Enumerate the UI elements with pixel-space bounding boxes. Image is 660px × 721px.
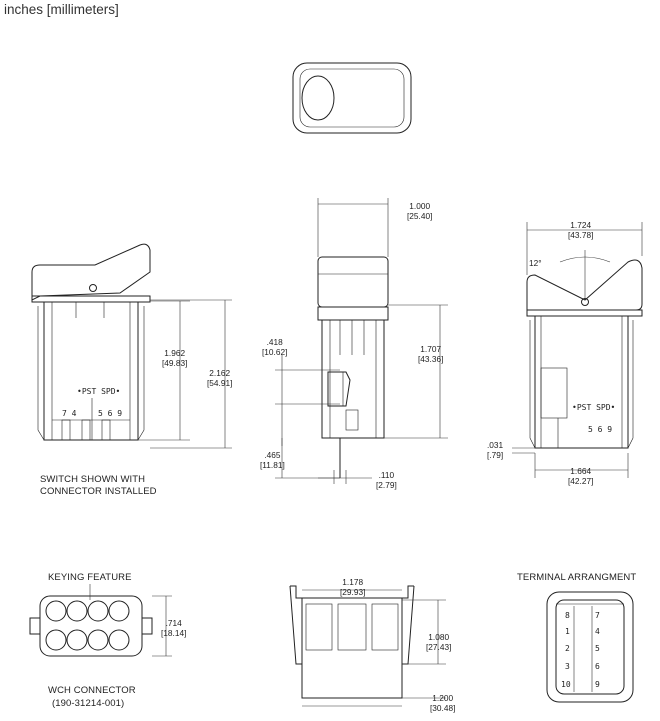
terminal-arrangement-label: TERMINAL ARRANGMENT (517, 572, 637, 583)
socket-view (289, 585, 446, 707)
dim-2162: 2.162[54.91] (207, 368, 233, 388)
dim-465: .465[11.81] (260, 450, 285, 470)
svg-text:1: 1 (565, 627, 570, 636)
top-view-switch (292, 62, 412, 134)
wch-connector-label: WCH CONNECTOR (48, 685, 136, 696)
units-caption: inches [millimeters] (4, 2, 119, 17)
switch-caption-line1: SWITCH SHOWN WITH (40, 474, 146, 485)
keying-feature-label: KEYING FEATURE (48, 572, 132, 583)
dim-1200: 1.200[30.48] (430, 693, 456, 713)
svg-text:7 4: 7 4 (62, 409, 77, 418)
dim-031: .031[.79] (487, 440, 504, 460)
front-view-switch (317, 256, 389, 478)
dim-lines-side (138, 299, 232, 449)
switch-caption-line2: CONNECTOR INSTALLED (40, 486, 157, 497)
svg-text:6: 6 (595, 662, 600, 671)
terminal-arrangement-view: 8 7 1 4 2 5 3 6 10 9 (546, 591, 634, 703)
dim-1962: 1.962[49.83] (162, 348, 188, 368)
svg-text:5 6 9: 5 6 9 (588, 425, 612, 434)
svg-text:7: 7 (595, 611, 600, 620)
svg-text:4: 4 (595, 627, 600, 636)
dim-418: .418[10.62] (262, 337, 288, 357)
dim-110: .110[2.79] (376, 470, 397, 490)
dim-1707: 1.707[43.36] (418, 344, 444, 364)
dim-lines-front (275, 198, 448, 484)
dim-1080: 1.080[27.43] (426, 632, 452, 652)
dim-1000: 1.000[25.40] (407, 201, 433, 221)
side-view-switch: •PST SPD• 7 4 5 6 9 (31, 243, 151, 441)
right-view-switch: •PST SPD• 5 6 9 (512, 222, 643, 478)
dim-1664: 1.664[42.27] (568, 466, 594, 486)
wch-connector (29, 584, 172, 657)
svg-text:•PST SPD•: •PST SPD• (77, 387, 120, 396)
svg-text:8: 8 (565, 611, 570, 620)
svg-text:•PST SPD•: •PST SPD• (572, 403, 615, 412)
svg-text:2: 2 (565, 644, 570, 653)
svg-text:3: 3 (565, 662, 570, 671)
dim-714: .714[18.14] (161, 618, 187, 638)
wch-part-number: (190-31214-001) (52, 698, 125, 709)
svg-text:5 6 9: 5 6 9 (98, 409, 122, 418)
dim-1178: 1.178[29.93] (340, 577, 366, 597)
svg-text:9: 9 (595, 680, 600, 689)
dim-1724: 1.724[43.78] (568, 220, 594, 240)
svg-text:5: 5 (595, 644, 600, 653)
angle-label: 12° (529, 258, 542, 268)
svg-text:10: 10 (561, 680, 571, 689)
